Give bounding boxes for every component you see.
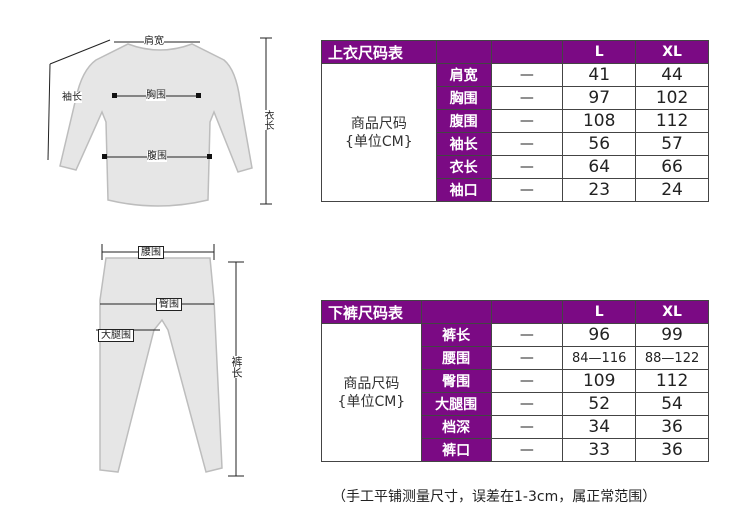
table-row: 大腿围 — 52 54: [322, 392, 709, 416]
top-table-header: 上衣尺码表 L XL: [321, 40, 709, 64]
table-row: 袖长 — 56 57: [322, 132, 709, 156]
label-hip: 臀围: [156, 298, 182, 311]
table-row: 商品尺码{单位CM} 肩宽 — 41 44: [321, 63, 709, 202]
top-header-xl: XL: [635, 40, 709, 64]
label-thigh: 大腿围: [98, 329, 134, 342]
garment-diagrams: 肩宽 袖长 胸围 腹围 衣长 腰围 臀围 大腿围 裤长: [0, 0, 300, 526]
table-row: 档深 — 34 36: [322, 415, 709, 439]
label-sleeve: 袖长: [62, 92, 82, 103]
top-table-title: 上衣尺码表: [321, 40, 437, 64]
label-chest: 胸围: [146, 90, 166, 101]
top-size-table: 上衣尺码表 L XL 商品尺码{单位CM} 肩宽 — 41 44 胸围 — 97…: [321, 40, 709, 202]
bottom-size-table: 下裤尺码表 L XL 商品尺码{单位CM} 裤长 — 96 99 腰围 — 84…: [321, 300, 709, 462]
label-waist-top: 腹围: [147, 151, 167, 162]
label-length-top: 衣长: [262, 110, 273, 130]
bottom-table-caption: 商品尺码{单位CM}: [321, 323, 422, 462]
bottom-header-xl: XL: [635, 300, 709, 324]
table-row: 裤口 — 33 36: [322, 438, 709, 462]
label-length-bottom: 裤长: [230, 356, 243, 378]
shirt-outline: [59, 43, 253, 207]
label-waist-bottom: 腰围: [138, 246, 164, 259]
bottom-header-l: L: [562, 300, 637, 324]
label-shoulder: 肩宽: [144, 36, 164, 47]
table-row: 腰围 — 84—116 88—122: [322, 346, 709, 370]
top-header-l: L: [562, 40, 637, 64]
pants-outline: [99, 257, 223, 473]
bottom-table-header: 下裤尺码表 L XL: [321, 300, 709, 324]
top-table-caption: 商品尺码{单位CM}: [321, 63, 437, 202]
bottom-table-title: 下裤尺码表: [321, 300, 422, 324]
table-row: 腹围 — 108 112: [322, 109, 709, 133]
table-row: 袖口 — 23 24: [322, 178, 709, 202]
table-row: 商品尺码{单位CM} 裤长 — 96 99: [321, 323, 709, 462]
table-row: 衣长 — 64 66: [322, 155, 709, 179]
table-row: 胸围 — 97 102: [322, 86, 709, 110]
garment-outline-svg: [47, 37, 272, 477]
footnote: （手工平铺测量尺寸，误差在1-3cm，属正常范围）: [332, 489, 657, 505]
